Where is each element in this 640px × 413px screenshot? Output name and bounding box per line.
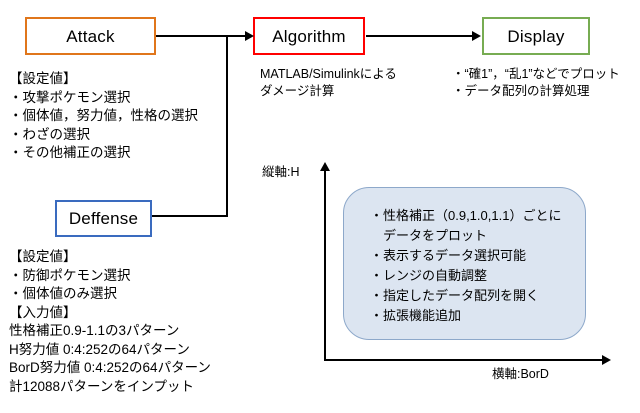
plot-y-axis xyxy=(324,170,326,361)
process-box-display-label: Display xyxy=(507,26,565,46)
attack-notes: 【設定値】 ・攻撃ポケモン選択 ・個体値，努力値，性格の選択 ・わざの選択 ・そ… xyxy=(9,71,198,160)
display-notes: ・“確1”，“乱1”などでプロット ・データ配列の計算処理 xyxy=(452,67,620,98)
deffense-notes: 【設定値】 ・防御ポケモン選択 ・個体値のみ選択 【入力値】 性格補正0.9-1… xyxy=(9,249,211,394)
process-box-algorithm-label: Algorithm xyxy=(272,26,346,46)
connector-algorithm-to-display xyxy=(366,35,473,37)
arrow-head-to-algorithm-icon xyxy=(245,31,254,41)
plot-x-axis-label: 横軸:BorD xyxy=(492,367,549,381)
plot-feature-callout: ・性格補正（0.9,1.0,1.1）ごとに データをプロット ・表示するデータ選… xyxy=(343,187,586,340)
process-box-deffense: Deffense xyxy=(55,200,152,237)
connector-deffense-to-branch xyxy=(152,215,228,217)
process-box-attack-label: Attack xyxy=(66,26,115,46)
plot-y-axis-label: 縦軸:H xyxy=(262,165,300,179)
plot-y-axis-arrow-icon xyxy=(320,162,330,171)
process-box-attack: Attack xyxy=(25,17,156,55)
plot-x-axis xyxy=(324,359,604,361)
plot-x-axis-arrow-icon xyxy=(602,355,611,365)
plot-feature-callout-text: ・性格補正（0.9,1.0,1.1）ごとに データをプロット ・表示するデータ選… xyxy=(370,208,562,323)
process-box-algorithm: Algorithm xyxy=(253,17,365,55)
algorithm-notes: MATLAB/Simulinkによる ダメージ計算 xyxy=(260,67,397,98)
process-box-display: Display xyxy=(482,17,590,55)
arrow-head-to-display-icon xyxy=(472,31,481,41)
connector-attack-to-algorithm xyxy=(156,35,246,37)
connector-vertical-branch xyxy=(226,35,228,216)
process-box-deffense-label: Deffense xyxy=(68,209,139,228)
